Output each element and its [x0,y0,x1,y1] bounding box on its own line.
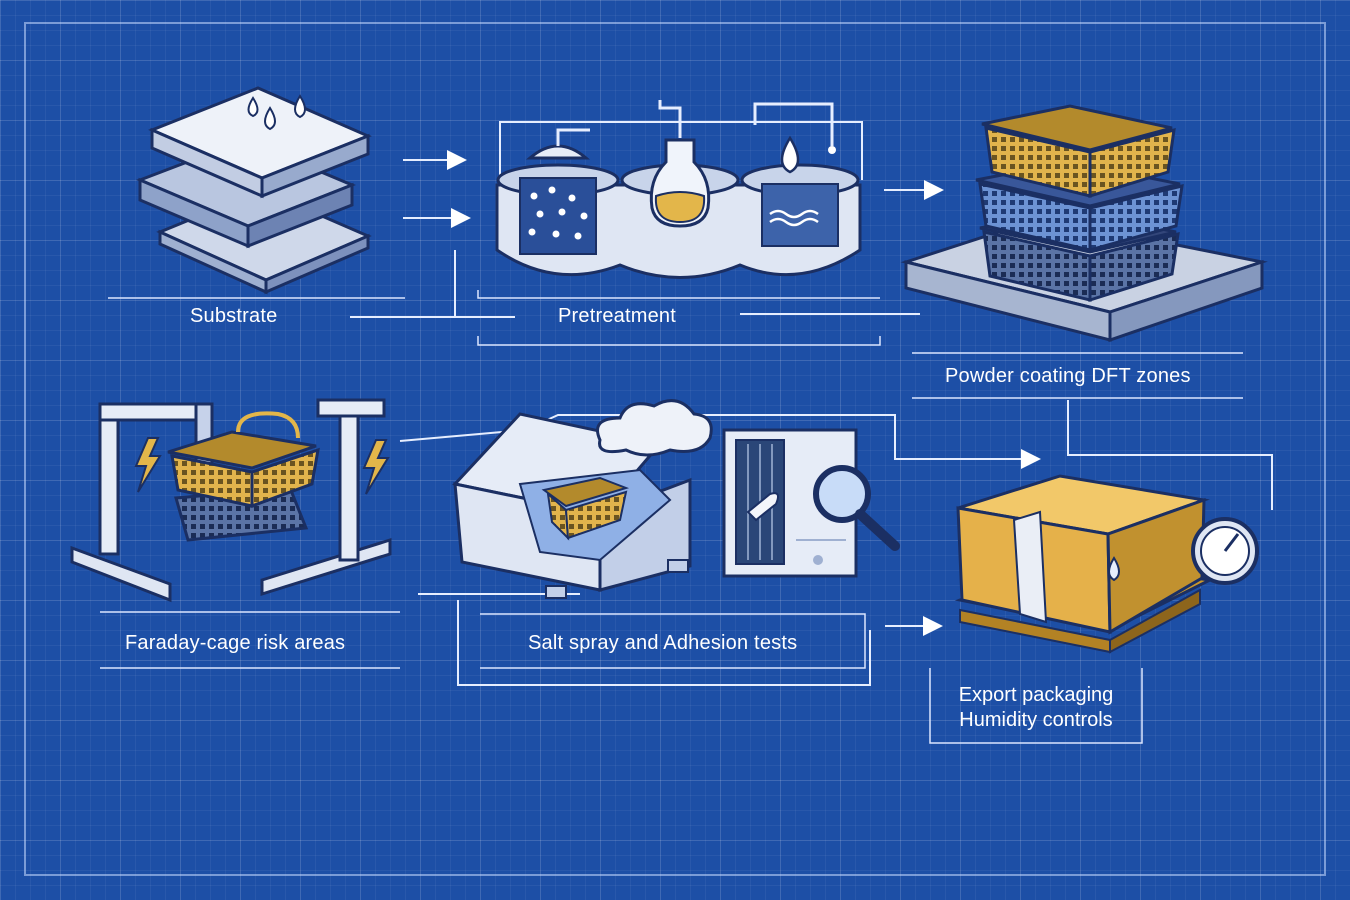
connector-substrate-bracket [350,250,456,318]
label-powder-coating: Powder coating DFT zones [945,365,1191,387]
label-pretreatment: Pretreatment [558,305,677,327]
magnifier-icon [813,465,900,551]
label-export-line-1: Export packaging [958,684,1114,706]
powder-coating-baskets-icon [900,104,1268,343]
export-packaging-icon [954,474,1259,654]
pretreatment-tanks-icon [495,100,863,279]
label-substrate: Substrate [190,305,278,327]
connector-powder-to-export [1067,400,1273,510]
connector-tests-bracket [457,600,871,686]
label-export: Export packaging Humidity controls [950,683,1122,733]
salt-spray-chamber-icon [452,399,713,599]
label-frames [100,290,1243,744]
label-tests: Salt spray and Adhesion tests [528,632,798,654]
label-faraday: Faraday-cage risk areas [125,632,346,654]
label-export-line-2: Humidity controls [959,709,1113,731]
substrate-plates-icon [135,86,372,295]
faraday-cage-icon [70,398,392,603]
